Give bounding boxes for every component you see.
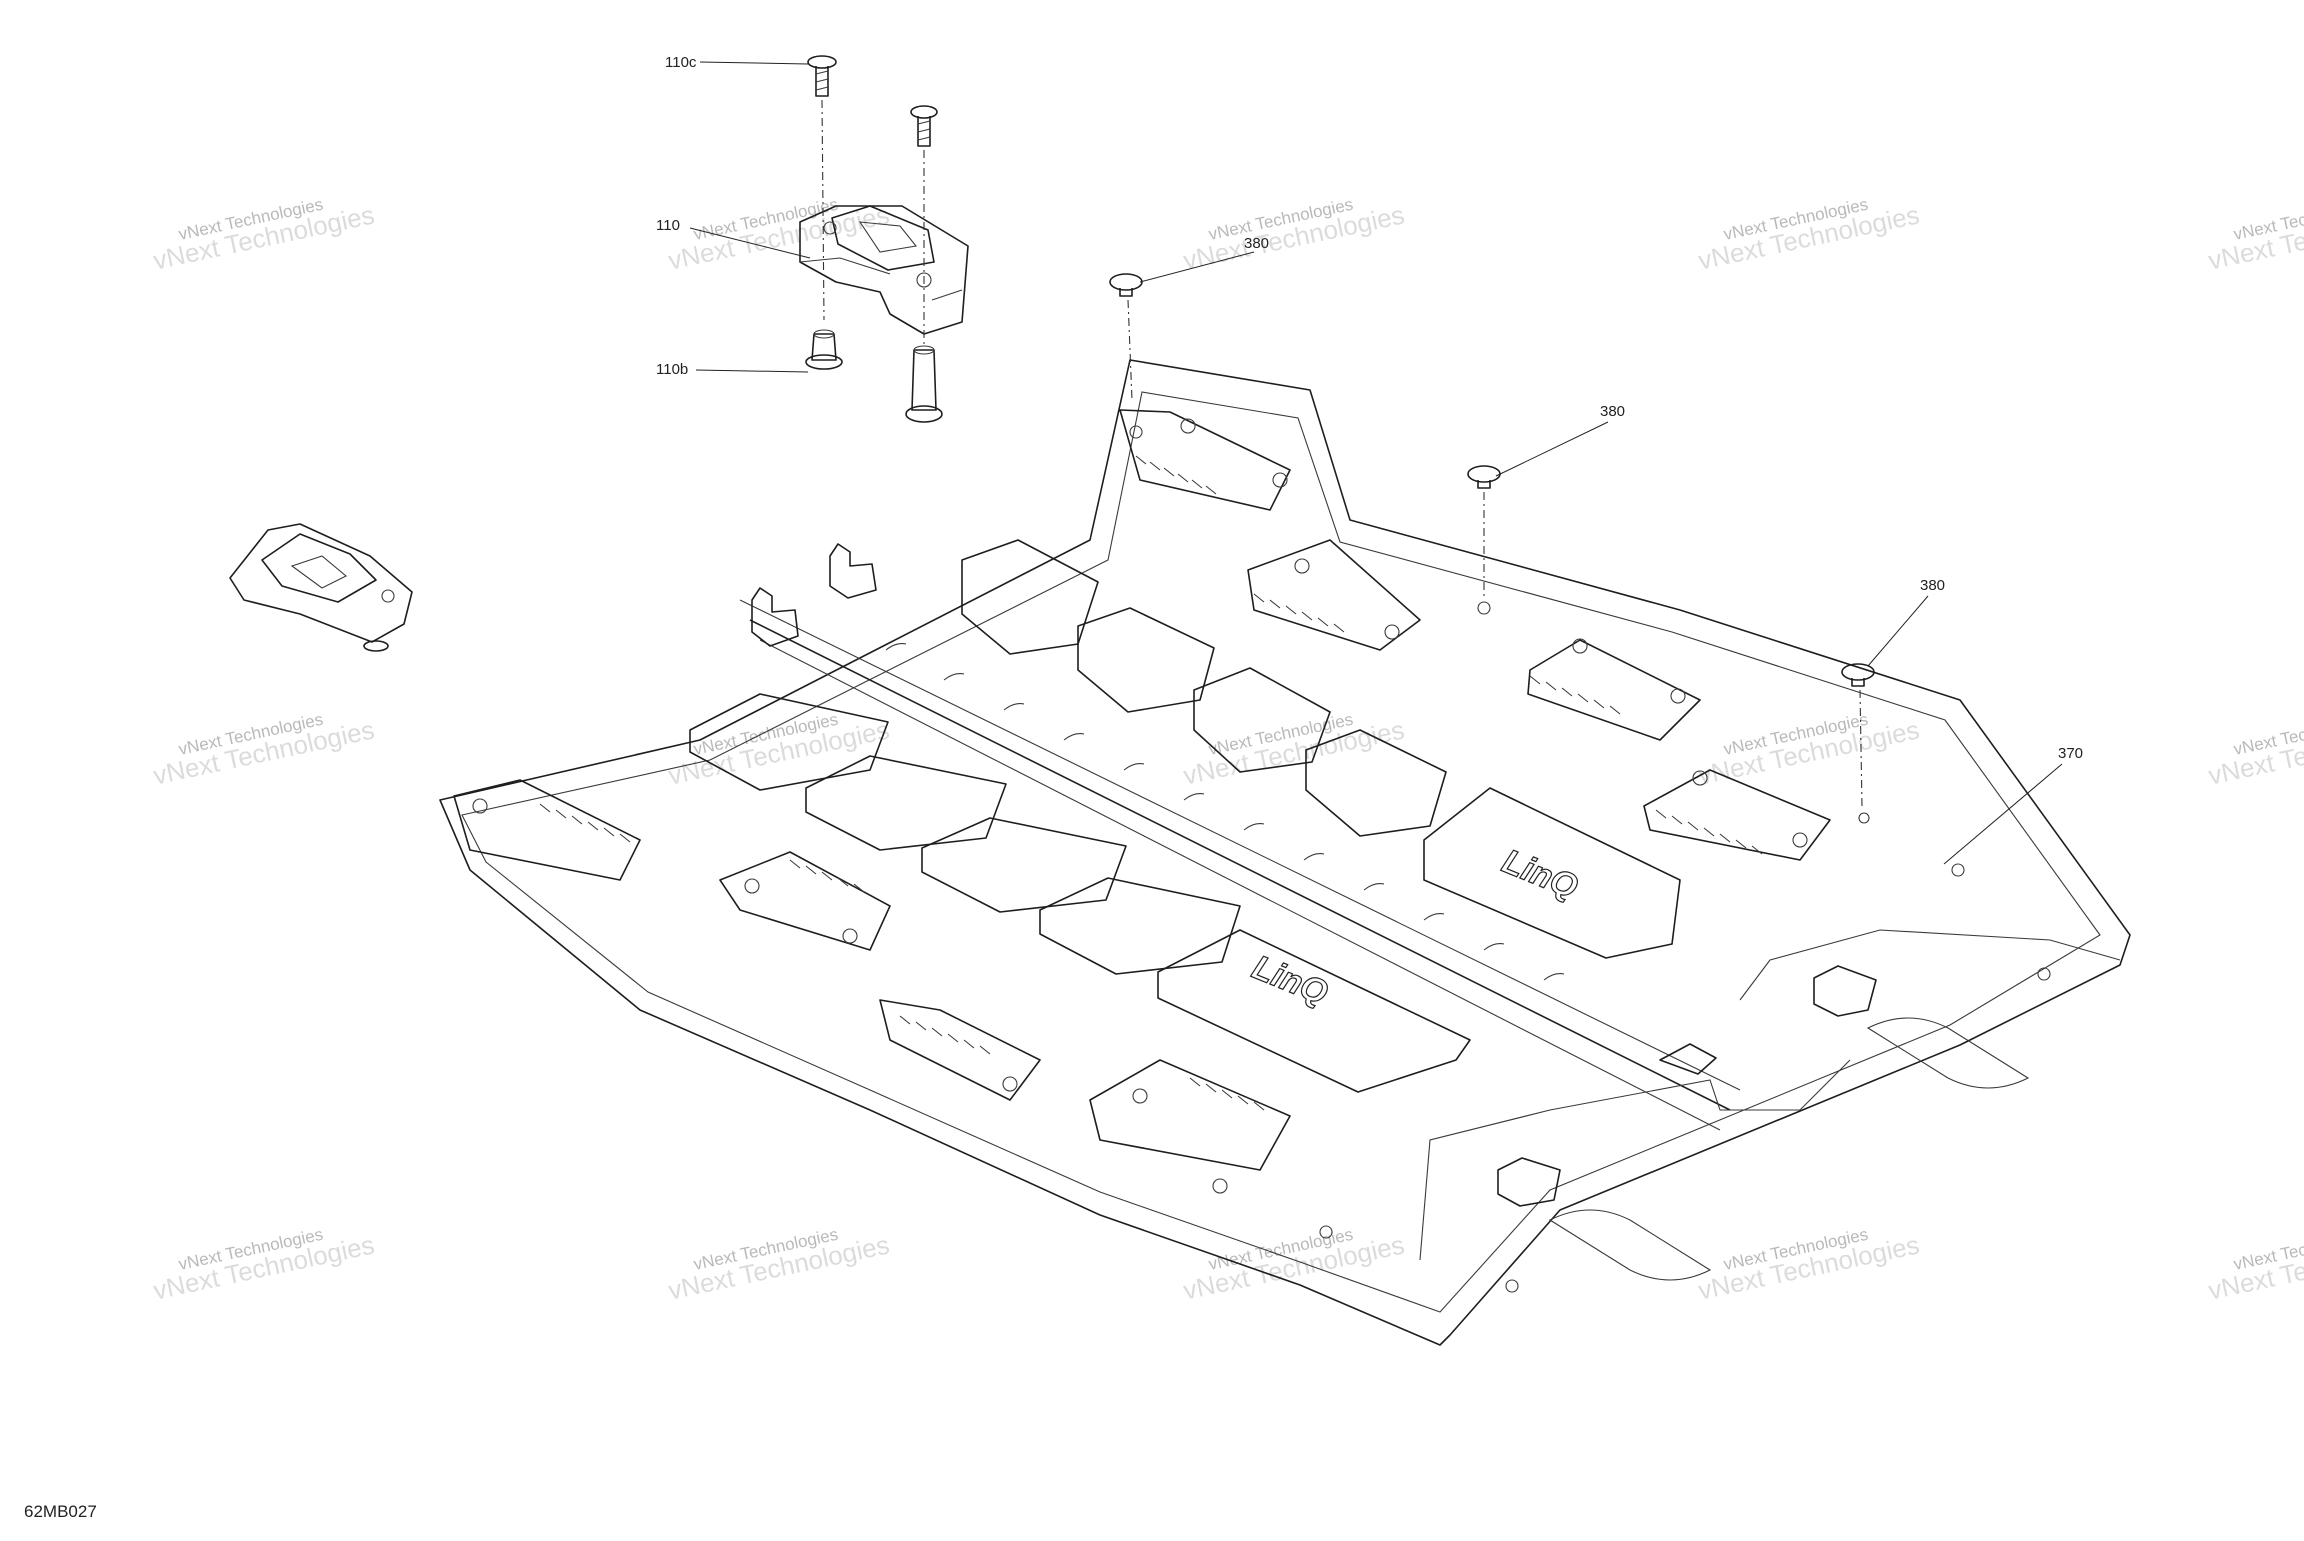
- callout-370: 370: [2058, 745, 2083, 762]
- mount-hole: [1951, 863, 1965, 877]
- watermark: vNext Technologies vNext Technologies: [2206, 710, 2304, 791]
- screw-380[interactable]: [1841, 663, 1875, 807]
- watermark: vNext Technologies vNext Technologies: [2206, 195, 2304, 276]
- watermark: vNext Technologies vNext Technologies: [1696, 1225, 1922, 1306]
- ridge-end-clip: [1659, 1043, 1717, 1075]
- watermark: vNext Technologies vNext Technologies: [151, 710, 377, 791]
- callout-110b: 110b: [656, 361, 688, 378]
- callout-380: 380: [1600, 403, 1625, 420]
- floor-pad: [689, 693, 889, 791]
- mount-hole: [1858, 812, 1870, 824]
- edge-bracket: [1643, 769, 1831, 861]
- watermark: vNext Technologies vNext Technologies: [666, 1225, 892, 1306]
- mount-hole: [1319, 1225, 1333, 1239]
- diagram-code: 62MB027: [24, 1502, 97, 1521]
- watermark: vNext Technologies vNext Technologies: [1181, 1225, 1407, 1306]
- screw-110c[interactable]: [807, 55, 837, 97]
- watermark: vNext Technologies vNext Technologies: [1696, 195, 1922, 276]
- edge-bracket: [1089, 1059, 1291, 1194]
- watermark-line2: vNext Technologies: [2206, 199, 2304, 275]
- floor-pad-large: LinQ: [1157, 929, 1471, 1093]
- floor-plate-370[interactable]: LinQ LinQ: [439, 359, 2131, 1346]
- floor-pad: [921, 817, 1127, 913]
- watermark: vNext Technologies vNext Technologies: [2206, 1225, 2304, 1306]
- mount-hole: [1129, 425, 1143, 439]
- floor-pad: [1193, 667, 1331, 773]
- decal-logo: LinQ: [1497, 842, 1583, 906]
- floor-pad-large: LinQ: [1423, 787, 1681, 959]
- hinge-clip: [1813, 965, 1877, 1017]
- watermark: vNext Technologies vNext Technologies: [151, 195, 377, 276]
- mount-hole: [1477, 601, 1491, 615]
- floor-pad: [1305, 729, 1447, 837]
- watermarks: vNext Technologies vNext Technologies vN…: [151, 195, 2304, 1306]
- floor-pad: [1077, 607, 1215, 713]
- callout-110: 110: [656, 217, 680, 234]
- screw-380[interactable]: [1467, 465, 1501, 596]
- edge-bracket: [1527, 638, 1701, 741]
- screw[interactable]: [910, 105, 938, 147]
- watermark: vNext Technologies vNext Technologies: [1181, 710, 1407, 791]
- mount-hole: [1505, 1279, 1519, 1293]
- screw-380[interactable]: [1109, 273, 1143, 401]
- ridge-cleats: [885, 643, 1565, 981]
- callout-380: 380: [1920, 577, 1945, 594]
- watermark: vNext Technologies vNext Technologies: [1181, 195, 1407, 276]
- nut[interactable]: [905, 345, 943, 423]
- watermark: vNext Technologies vNext Technologies: [151, 1225, 377, 1306]
- callout-110c: 110c: [665, 54, 697, 71]
- hinge-clip: [1497, 1157, 1561, 1207]
- watermark: vNext Technologies vNext Technologies: [666, 710, 892, 791]
- edge-bracket: [719, 851, 891, 951]
- watermark-line2: vNext Technologies: [2206, 714, 2304, 790]
- callouts: 110c 110 110b 380 380 380 370: [656, 54, 2083, 865]
- callout-380: 380: [1244, 235, 1269, 252]
- floor-pad: [1039, 877, 1241, 975]
- edge-bracket: [879, 999, 1041, 1101]
- nut-110b[interactable]: [805, 329, 843, 370]
- tie-down-110[interactable]: [799, 55, 969, 423]
- watermark-line2: vNext Technologies: [2206, 1229, 2304, 1305]
- decal-logo: LinQ: [1247, 948, 1333, 1012]
- edge-bracket: [1119, 409, 1291, 511]
- mount-hole: [2037, 967, 2051, 981]
- tie-down-left[interactable]: [229, 523, 413, 652]
- edge-bracket: [1247, 539, 1421, 651]
- edge-bracket: [453, 779, 641, 881]
- floor-pad: [805, 755, 1007, 851]
